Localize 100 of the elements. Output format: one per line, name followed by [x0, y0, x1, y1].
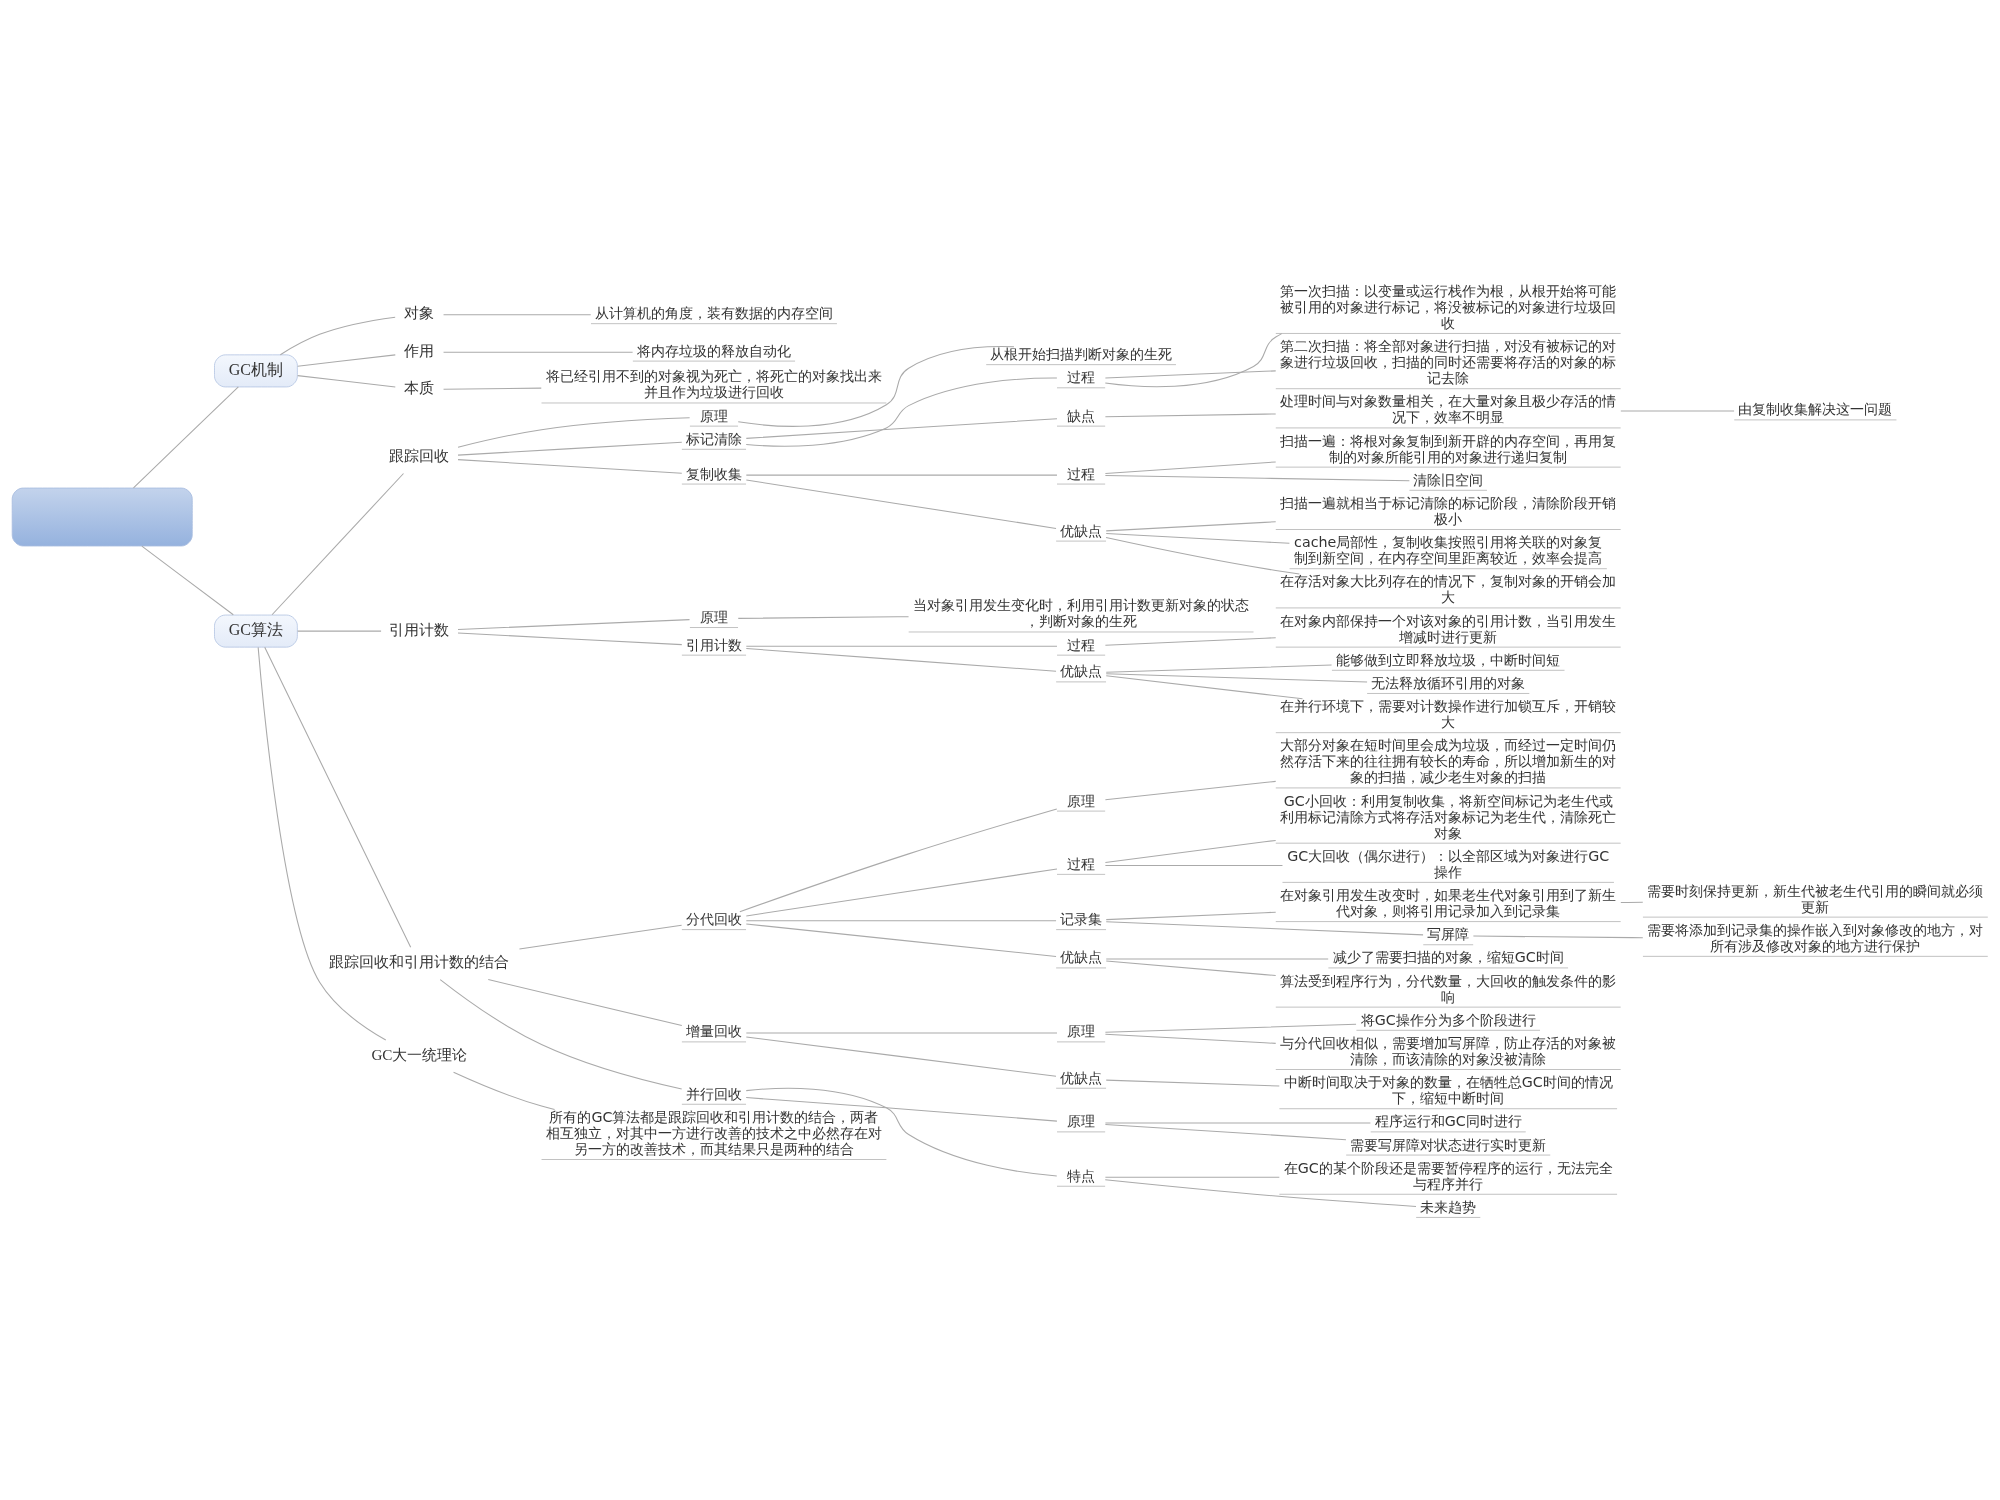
node-box: GC机制: [214, 353, 298, 387]
node-text: 原理: [1067, 1112, 1096, 1129]
connector: [745, 377, 1058, 447]
connector: [443, 387, 542, 390]
node-text: 在并行环境下，需要对计数操作进行加锁互斥，开销较大: [1280, 697, 1617, 730]
connector: [1104, 1033, 1277, 1044]
connector: [1105, 532, 1290, 544]
node-text: 复制收集: [685, 465, 742, 482]
connector: [745, 922, 1057, 957]
node-text: 算法受到程序行为，分代数量，大回收的触发条件的影响: [1280, 972, 1617, 1005]
connector: [1104, 412, 1277, 417]
node-text: 原理: [699, 608, 728, 625]
node-text: 需要时刻保持更新，新生代被老生代引用的瞬间就必须更新: [1647, 882, 1984, 915]
node-text: 原理: [1067, 1022, 1096, 1039]
connector: [1104, 460, 1277, 474]
connector: [264, 646, 412, 948]
node-text: 记录集: [1060, 910, 1103, 927]
connector: [745, 417, 1058, 439]
connector: [297, 353, 396, 367]
connector: [1105, 664, 1333, 673]
connector: [737, 345, 1015, 427]
node-text: 分代回收: [685, 910, 742, 927]
connector: [745, 645, 1058, 647]
node-text: 由复制收集解决这一问题: [1738, 400, 1893, 417]
node-text: 在GC的某个阶段还是需要暂停程序的运行，无法完全与程序并行: [1283, 1159, 1613, 1192]
node-text: 引用计数: [389, 621, 450, 638]
connector: [1105, 958, 1329, 960]
connector: [745, 919, 1057, 921]
node-text: GC小回收：利用复制收集，将新空间标记为老生代或利用标记清除方式将存活对象标记为老生代，清除死亡对象: [1280, 792, 1617, 841]
node-text: 优缺点: [1060, 948, 1103, 965]
node-text: 与分代回收相似，需要增加写屏障，防止存活的对象被清除，而该清除的对象没被清除: [1280, 1034, 1617, 1067]
node-text: 无法释放循环引用的对象: [1371, 674, 1526, 691]
connector: [443, 313, 592, 315]
node-text: 跟踪回收: [389, 447, 450, 464]
node-text: 第二次扫描：将全部对象进行扫描，对没有被标记的对象进行垃圾回收，扫描的同时还需要将存活的对象的标记去除: [1280, 337, 1617, 386]
connector: [1104, 1176, 1280, 1178]
node-text: 增量回收: [685, 1022, 742, 1039]
node-text: 本质: [404, 379, 435, 396]
connector: [1104, 780, 1277, 800]
node-text: 程序运行和GC同时进行: [1374, 1112, 1522, 1129]
node-text: 优缺点: [1060, 1069, 1103, 1086]
connector: [1105, 672, 1368, 683]
node-text: 能够做到立即释放垃圾，中断时间短: [1336, 651, 1561, 668]
node-text: 并行回收: [685, 1085, 742, 1102]
node-text: cache局部性，复制收集按照引用将关联的对象复制到新空间，在内存空间里距离较近，效率会提高: [1294, 533, 1603, 566]
connector: [1104, 636, 1277, 646]
connector: [1104, 864, 1283, 866]
node-text: 优缺点: [1060, 662, 1103, 679]
connector: [457, 458, 683, 474]
connector: [1104, 839, 1277, 863]
node-box: [11, 487, 193, 546]
connector: [1620, 409, 1735, 412]
connector: [745, 1087, 1058, 1177]
connector: [279, 316, 396, 355]
node-text: 优缺点: [1060, 522, 1103, 539]
connector: [745, 474, 1058, 476]
node-text: 过程: [1067, 368, 1096, 385]
node-text: 在对象引用发生改变时，如果老生代对象引用到了新生代对象，则将引用记录加入到记录集: [1280, 886, 1617, 919]
connector: [1105, 1079, 1280, 1087]
node-text: 过程: [1067, 855, 1096, 872]
node-text: 在存活对象大比列存在的情况下，复制对象的开销会加大: [1280, 572, 1617, 605]
node-text: 清除旧空间: [1413, 471, 1484, 488]
node-text: 大部分对象在短时间里会成为垃圾，而经过一定时间仍然存活下来的往往拥有较长的寿命，所以增加新生的对象的扫描，减少老生对象的扫描: [1280, 736, 1617, 785]
node-text: 减少了需要扫描的对象，缩短GC时间: [1332, 948, 1564, 965]
node-text: 引用计数: [685, 636, 742, 653]
node-text: 当对象引用发生变化时，利用引用计数更新对象的状态，判断对象的生死: [913, 596, 1250, 629]
node-text: 缺点: [1067, 407, 1096, 424]
connector: [745, 1096, 1058, 1122]
node-text: 过程: [1067, 636, 1096, 653]
connector: [1472, 935, 1644, 938]
node-text: 将GC操作分为多个阶段进行: [1360, 1011, 1536, 1028]
connector: [518, 924, 683, 950]
connector: [1105, 674, 1304, 699]
node-text: 在对象内部保持一个对该对象的引用计数，当引用发生增减时进行更新: [1280, 612, 1617, 645]
node-text: 过程: [1067, 465, 1096, 482]
connector: [443, 351, 634, 353]
connector: [1105, 960, 1277, 976]
connector: [1104, 1178, 1417, 1207]
node-text: 需要将添加到记录集的操作嵌入到对象修改的地方，对所有涉及修改对象的地方进行保护: [1647, 921, 1984, 954]
node-text: 作用: [404, 342, 435, 359]
node-text: 特点: [1067, 1167, 1096, 1184]
connector: [453, 1071, 556, 1110]
node-text: 跟踪回收和引用计数的结合: [329, 953, 510, 970]
node-text: 标记清除: [685, 430, 742, 447]
connector: [739, 807, 1058, 912]
node-text: 未来趋势: [1420, 1198, 1477, 1215]
connector: [439, 978, 683, 1090]
connector: [271, 472, 405, 615]
node-box: GC算法: [214, 614, 298, 648]
node-text: 对象: [404, 304, 435, 321]
connector: [457, 632, 683, 645]
connector: [297, 630, 382, 632]
node-text: 原理: [699, 407, 728, 424]
connector: [745, 647, 1057, 672]
connector: [1105, 920, 1424, 935]
node-text: GC大回收（偶尔进行）：以全部区域为对象进行GC操作: [1287, 847, 1610, 880]
connector: [1105, 911, 1277, 920]
connector: [1104, 369, 1277, 378]
node-text: 原理: [1067, 792, 1096, 809]
connector: [457, 618, 691, 630]
